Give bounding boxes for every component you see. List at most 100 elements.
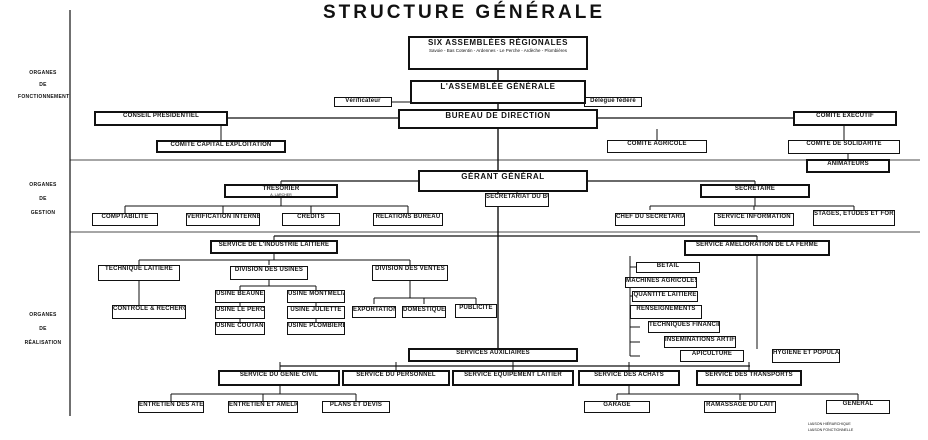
box-title: Délégué fédéré — [590, 98, 636, 104]
box-subtitle: Savoie - Bas Cotentin - Ardennes - Le Pe… — [428, 48, 568, 53]
box-title: SECRÉTAIRE — [734, 186, 776, 192]
box-service-amelioration: SERVICE AMÉLIORATION DE LA FERME — [684, 240, 830, 256]
box-title: DOMESTIQUES — [403, 307, 446, 313]
box-comite-agricole: COMITÉ AGRICOLE — [607, 140, 707, 153]
box-exportation: EXPORTATION — [352, 306, 396, 318]
box-transports: SERVICE DES TRANSPORTS — [696, 370, 802, 386]
box-stages-formation: STAGES, ÉTUDES ET FORMATION — [813, 210, 895, 226]
box-title: SERVICE AMÉLIORATION DE LA FERME — [695, 242, 819, 248]
box-title: USINE COUTANCES — [216, 323, 264, 329]
box-technique-laitiere: TECHNIQUE LAITIÈRE — [98, 265, 180, 281]
box-title: MACHINES AGRICOLES — [626, 278, 697, 284]
box-title: SERVICE DU PERSONNEL — [356, 372, 436, 378]
box-title: BUREAU DE DIRECTION — [445, 111, 551, 120]
box-title: VÉRIFICATION INTERNE — [187, 214, 260, 220]
legend-item-fonctionnelle: LIAISON FONCTIONNELLE — [808, 428, 854, 432]
box-title: SERVICES AUXILIAIRES — [456, 350, 530, 356]
box-relations-bureau: RELATIONS BUREAU — [373, 213, 443, 226]
box-credits: CRÉDITS — [282, 213, 340, 226]
box-personnel: SERVICE DU PERSONNEL — [342, 370, 450, 386]
box-inseminations: INSÉMINATIONS ARTIFICIELLES — [664, 336, 736, 348]
box-title: USINE BEAUNE — [216, 291, 264, 297]
box-title: USINE LE PERCHE — [216, 307, 265, 313]
box-title: TECHNIQUES FINANCIÈRES — [649, 322, 719, 328]
box-title: CONTRÔLE & RECHERCHE — [113, 306, 185, 312]
box-techniques-financieres: TECHNIQUES FINANCIÈRES — [648, 321, 720, 333]
box-genie-civil: SERVICE DU GÉNIE CIVIL — [218, 370, 340, 386]
box-title: SECRÉTARIAT DU BUREAU — [486, 194, 548, 200]
box-title: GÉRANT GÉNÉRAL — [461, 172, 545, 181]
box-verification-interne: VÉRIFICATION INTERNE — [186, 213, 260, 226]
box-equipement-laitier: SERVICE ÉQUIPEMENT LAITIER — [452, 370, 574, 386]
box-title: DIVISION DES VENTES — [375, 266, 445, 272]
box-general: GÉNÉRAL — [826, 400, 890, 414]
box-garage: GARAGE — [584, 401, 650, 413]
box-title: SERVICE DU GÉNIE CIVIL — [239, 372, 319, 378]
box-usine-juliette: USINE JULIETTE — [287, 306, 345, 319]
box-title: GÉNÉRAL — [842, 401, 874, 407]
box-title: L'ASSEMBLÉE GÉNÉRALE — [440, 82, 556, 91]
box-publicite: PUBLICITÉ — [455, 304, 497, 318]
box-comite-executif: COMITÉ EXÉCUTIF — [793, 111, 897, 126]
box-title: SERVICE DE L'INDUSTRIE LAITIÈRE — [218, 242, 330, 248]
box-title: COMITÉ AGRICOLE — [627, 141, 687, 147]
box-title: SERVICE DES ACHATS — [594, 372, 664, 378]
box-ateliers: ENTRETIEN DES ATELIERS — [138, 401, 204, 413]
box-title: PUBLICITÉ — [459, 305, 493, 311]
box-title: BÉTAIL — [656, 263, 680, 269]
chart-title: STRUCTURE GÉNÉRALE — [322, 2, 605, 23]
box-title: COMITÉ DE SOLIDARITÉ — [806, 141, 882, 147]
box-title: SERVICE INFORMATION — [717, 214, 791, 220]
box-title: CHEF DU SECRÉTARIAT — [616, 214, 685, 220]
box-title: CONSEIL PRÉSIDENTIEL — [123, 113, 199, 119]
box-title: DIVISION DES USINES — [234, 267, 304, 273]
box-usine-coutances: USINE COUTANCES — [215, 322, 265, 335]
box-subtitle: A. LARCHER — [270, 193, 292, 197]
box-bureau-direction: BUREAU DE DIRECTION — [398, 109, 598, 129]
box-service-information: SERVICE INFORMATION — [714, 213, 794, 226]
box-title: USINE MONTMÉLIAN — [288, 291, 344, 297]
box-title: COMITÉ EXÉCUTIF — [816, 113, 874, 119]
box-plans-devis: PLANS ET DEVIS — [322, 401, 390, 413]
box-title: RENSEIGNEMENTS — [636, 306, 696, 312]
side-label-fonctionnement: ORGANES DE FONCTIONNEMENT — [18, 70, 70, 100]
box-title: CRÉDITS — [297, 214, 325, 220]
box-title: SIX ASSEMBLÉES RÉGIONALES — [427, 38, 569, 47]
box-title: HYGIÈNE ET POPULARITÉ — [773, 350, 840, 356]
box-entretien-amelioration: ENTRETIEN ET AMÉLIORATION — [228, 401, 298, 413]
box-title: COMPTABILITÉ — [101, 214, 149, 220]
box-title: USINE PLOMBIÈRES — [288, 323, 345, 329]
box-comite-solidarite: COMITÉ DE SOLIDARITÉ — [788, 140, 900, 154]
box-quantite-laitiere: QUANTITÉ LAITIÈRE — [632, 291, 698, 302]
box-division-usines: DIVISION DES USINES — [230, 266, 308, 280]
box-title: RAMASSAGE DU LAIT — [706, 402, 774, 408]
box-gerant-general: GÉRANT GÉNÉRAL — [418, 170, 588, 192]
box-secretaire: SECRÉTAIRE — [700, 184, 810, 198]
box-title: EXPORTATION — [353, 307, 396, 313]
box-title: QUANTITÉ LAITIÈRE — [633, 292, 697, 298]
box-title: SERVICE ÉQUIPEMENT LAITIER — [464, 372, 562, 378]
box-title: GARAGE — [603, 402, 631, 408]
box-title: ENTRETIEN DES ATELIERS — [139, 402, 204, 408]
box-comptabilite: COMPTABILITÉ — [92, 213, 158, 226]
box-achats: SERVICE DES ACHATS — [578, 370, 680, 386]
box-title: USINE JULIETTE — [290, 307, 342, 313]
box-title: ANIMATEURS — [827, 161, 869, 167]
box-title: ENTRETIEN ET AMÉLIORATION — [229, 402, 297, 408]
box-animateurs: ANIMATEURS — [806, 159, 890, 173]
box-services-auxiliaires: SERVICES AUXILIAIRES — [408, 348, 578, 362]
box-usine-plombieres: USINE PLOMBIÈRES — [287, 322, 345, 335]
box-title: APICULTURE — [691, 351, 733, 357]
box-betail: BÉTAIL — [636, 262, 700, 273]
box-usine-perche: USINE LE PERCHE — [215, 306, 265, 319]
box-apiculture: APICULTURE — [680, 350, 744, 362]
box-division-ventes: DIVISION DES VENTES — [372, 265, 448, 281]
side-label-gestion: ORGANES DE GESTION — [29, 182, 57, 216]
box-assemblee-generale: L'ASSEMBLÉE GÉNÉRALE — [410, 80, 586, 104]
box-chef-secretariat: CHEF DU SECRÉTARIAT — [615, 213, 685, 226]
side-label-realisation: ORGANES DE RÉALISATION — [24, 312, 62, 346]
box-controle-recherche: CONTRÔLE & RECHERCHE — [112, 305, 186, 319]
legend-item-hierarchique: LIAISON HIÉRARCHIQUE — [808, 422, 851, 426]
